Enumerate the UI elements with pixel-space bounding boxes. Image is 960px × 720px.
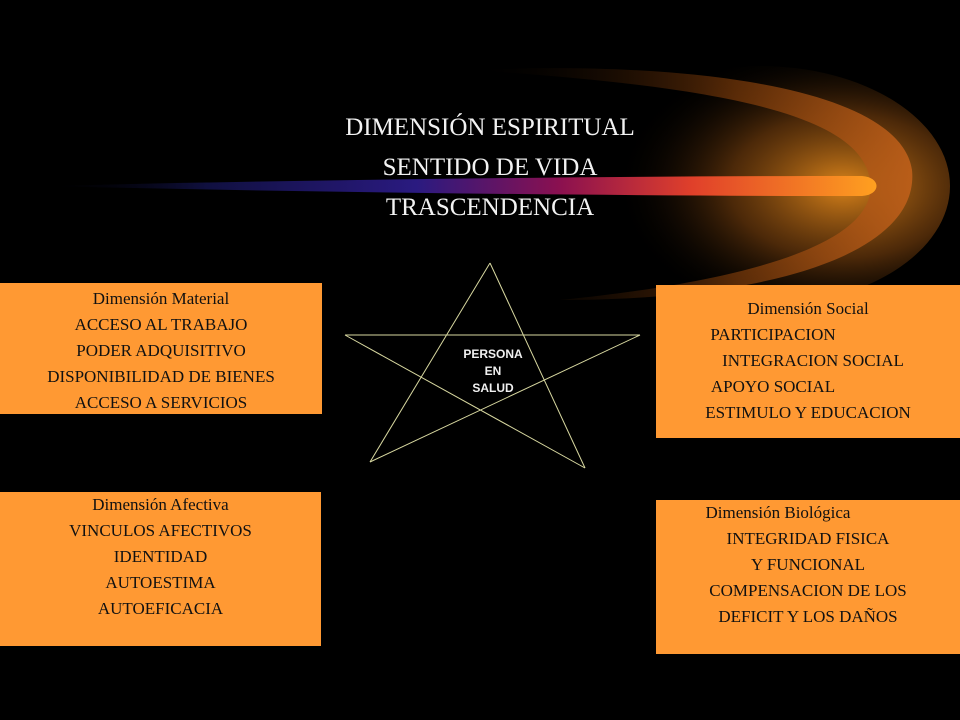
center-line-2: EN xyxy=(484,364,502,378)
affective-item: VINCULOS AFECTIVOS xyxy=(69,521,252,540)
affective-dimension-box: Dimensión Afectiva VINCULOS AFECTIVOS ID… xyxy=(0,492,321,646)
social-dimension-box: Dimensión Social PARTICIPACION INTEGRACI… xyxy=(656,285,960,438)
affective-item: AUTOESTIMA xyxy=(105,573,216,592)
center-line-1: PERSONA xyxy=(463,347,523,361)
center-line-3: SALUD xyxy=(472,381,514,395)
material-item: ACCESO AL TRABAJO xyxy=(74,315,248,334)
title-line-3: TRASCENDENCIA xyxy=(385,194,595,221)
social-item: PARTICIPACION xyxy=(710,325,836,344)
material-item: DISPONIBILIDAD DE BIENES xyxy=(47,367,275,386)
title-line-1: DIMENSIÓN ESPIRITUAL xyxy=(345,114,635,141)
social-heading: Dimensión Social xyxy=(747,299,869,318)
biological-item: DEFICIT Y LOS DAÑOS xyxy=(718,607,898,626)
biological-item: COMPENSACION DE LOS xyxy=(709,581,907,600)
star-line xyxy=(369,262,491,463)
star-line xyxy=(489,262,586,469)
comet-tail xyxy=(40,176,877,196)
material-item: ACCESO A SERVICIOS xyxy=(74,393,248,412)
social-item: APOYO SOCIAL xyxy=(710,377,836,396)
star-line xyxy=(344,334,586,469)
affective-item: IDENTIDAD xyxy=(113,547,208,566)
biological-item: INTEGRIDAD FISICA xyxy=(726,529,890,548)
material-dimension-box: Dimensión Material ACCESO AL TRABAJO POD… xyxy=(0,283,322,414)
spiritual-dimension-title: DIMENSIÓN ESPIRITUAL SENTIDO DE VIDA TRA… xyxy=(300,108,680,228)
social-item: ESTIMULO Y EDUCACION xyxy=(705,403,911,422)
material-heading: Dimensión Material xyxy=(92,289,230,308)
center-person-label: PERSONA EN SALUD xyxy=(448,346,538,397)
biological-heading: Dimensión Biológica xyxy=(705,503,851,522)
social-item: INTEGRACION SOCIAL xyxy=(722,351,904,370)
material-item: PODER ADQUISITIVO xyxy=(76,341,246,360)
affective-item: AUTOEFICACIA xyxy=(97,599,224,618)
title-line-2: SENTIDO DE VIDA xyxy=(382,154,598,181)
biological-dimension-box: Dimensión Biológica INTEGRIDAD FISICA Y … xyxy=(656,500,960,654)
affective-heading: Dimensión Afectiva xyxy=(92,495,229,514)
star-line xyxy=(369,334,641,463)
biological-item: Y FUNCIONAL xyxy=(750,555,866,574)
